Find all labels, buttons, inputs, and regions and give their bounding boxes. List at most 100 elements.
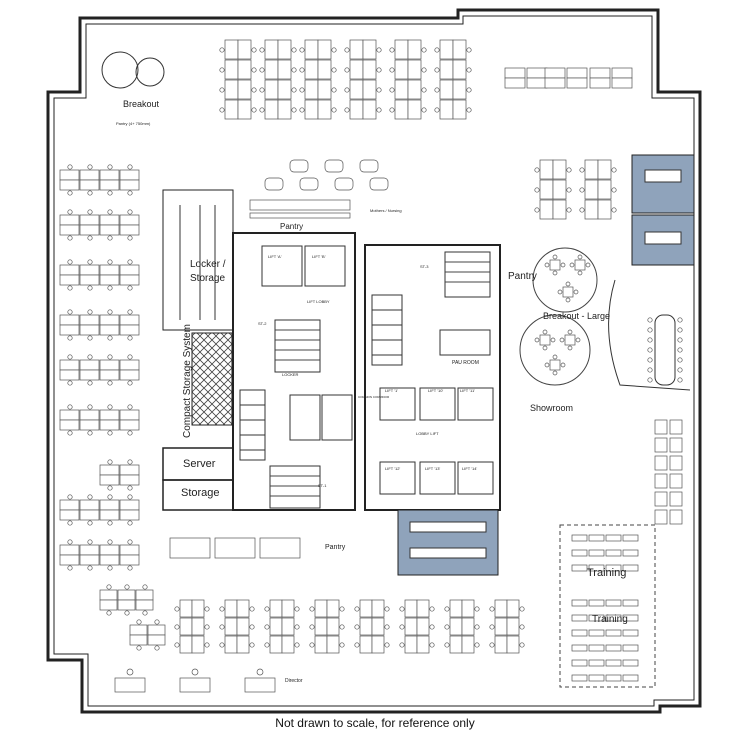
chair bbox=[434, 87, 440, 93]
desk bbox=[416, 635, 430, 654]
desk bbox=[304, 39, 319, 60]
desk bbox=[304, 59, 319, 80]
desk bbox=[452, 99, 467, 120]
chair bbox=[107, 430, 113, 436]
chair bbox=[519, 606, 525, 612]
compact-storage-area bbox=[191, 332, 233, 426]
desk bbox=[236, 635, 250, 654]
chair bbox=[466, 67, 472, 73]
desk bbox=[359, 617, 373, 636]
desk bbox=[566, 77, 588, 89]
desk bbox=[224, 99, 239, 120]
chair bbox=[142, 610, 148, 616]
desk bbox=[289, 159, 309, 173]
desk bbox=[566, 67, 588, 79]
desk bbox=[59, 324, 80, 336]
desk bbox=[317, 79, 332, 100]
desk bbox=[99, 589, 118, 601]
desk bbox=[249, 212, 351, 219]
desk bbox=[539, 159, 554, 180]
chair bbox=[291, 87, 297, 93]
chair bbox=[647, 357, 653, 363]
chair bbox=[174, 624, 180, 630]
chair bbox=[489, 642, 495, 648]
desk bbox=[362, 39, 377, 60]
chair bbox=[127, 285, 133, 291]
label-st2: ST-2 bbox=[258, 321, 267, 326]
label-training-1: Training bbox=[587, 567, 626, 579]
chair bbox=[552, 270, 558, 276]
desk bbox=[135, 599, 154, 611]
desk bbox=[119, 359, 140, 371]
locker-storage-room bbox=[162, 189, 234, 331]
chair bbox=[434, 47, 440, 53]
desk bbox=[79, 179, 100, 191]
desk bbox=[654, 419, 668, 435]
desk bbox=[117, 599, 136, 611]
chair bbox=[67, 539, 73, 545]
desk bbox=[99, 554, 120, 566]
desk bbox=[79, 264, 100, 276]
desk bbox=[416, 617, 430, 636]
chair bbox=[384, 606, 390, 612]
desk bbox=[169, 537, 211, 559]
desk bbox=[99, 359, 120, 371]
desk bbox=[654, 455, 668, 471]
desk bbox=[611, 67, 633, 79]
chair bbox=[299, 67, 305, 73]
chair bbox=[106, 584, 112, 590]
desk bbox=[452, 79, 467, 100]
chair bbox=[542, 329, 548, 335]
desk bbox=[669, 491, 683, 507]
desk bbox=[549, 359, 561, 371]
chair bbox=[87, 494, 93, 500]
desk bbox=[349, 39, 364, 60]
desk bbox=[99, 179, 120, 191]
chair bbox=[191, 668, 199, 676]
desk bbox=[571, 674, 588, 682]
label-training-2: Training bbox=[592, 614, 628, 625]
desk bbox=[224, 79, 239, 100]
desk bbox=[544, 77, 566, 89]
desk bbox=[394, 59, 409, 80]
desk bbox=[334, 177, 354, 191]
chair bbox=[577, 254, 583, 260]
desk bbox=[191, 617, 205, 636]
chair bbox=[309, 642, 315, 648]
chair bbox=[127, 309, 133, 315]
desk bbox=[404, 599, 418, 618]
desk bbox=[588, 659, 605, 667]
chair bbox=[219, 47, 225, 53]
desk bbox=[129, 634, 148, 646]
label-lift-9: LIFT '1' bbox=[385, 388, 398, 393]
chair bbox=[489, 606, 495, 612]
desk bbox=[214, 537, 256, 559]
label-lift-lobby: LIFT LOBBY bbox=[307, 299, 330, 304]
desk bbox=[571, 644, 588, 652]
desk bbox=[79, 509, 100, 521]
label-pantry-small: Pantry (4+ 750mm) bbox=[116, 121, 151, 126]
chair bbox=[107, 354, 113, 360]
desk bbox=[317, 99, 332, 120]
desk bbox=[237, 39, 252, 60]
chair bbox=[219, 67, 225, 73]
chair bbox=[106, 610, 112, 616]
core-west bbox=[232, 232, 356, 511]
chair bbox=[107, 539, 113, 545]
desk bbox=[669, 437, 683, 453]
chair bbox=[204, 642, 210, 648]
desk bbox=[571, 549, 588, 557]
desk bbox=[119, 169, 140, 181]
chair bbox=[434, 67, 440, 73]
chair bbox=[67, 209, 73, 215]
desk bbox=[669, 419, 683, 435]
desk bbox=[59, 359, 80, 371]
desk bbox=[224, 59, 239, 80]
label-lift-12: LIFT '12' bbox=[385, 466, 400, 471]
label-locker-2: Storage bbox=[190, 273, 225, 284]
desk bbox=[605, 564, 622, 572]
chair bbox=[127, 380, 133, 386]
desk bbox=[452, 59, 467, 80]
chair bbox=[107, 459, 113, 465]
desk bbox=[191, 635, 205, 654]
